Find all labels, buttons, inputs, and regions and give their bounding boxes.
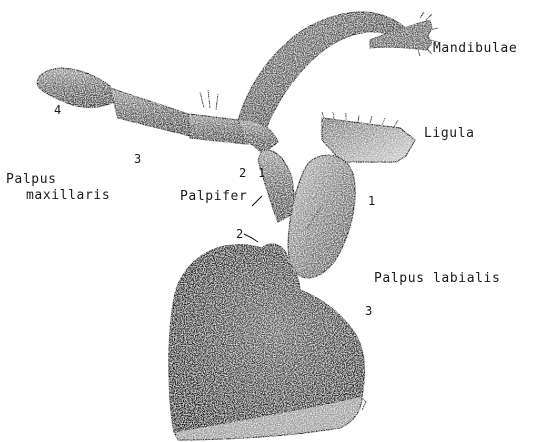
label-ligula: Ligula <box>424 126 475 141</box>
label-palpus-labialis: Palpus labialis <box>374 271 500 286</box>
labial-segment-number-3: 3 <box>365 304 372 318</box>
label-palpus-maxillaris-line2: maxillaris <box>26 188 110 203</box>
maxillary-segment-number-1: 1 <box>258 166 265 180</box>
label-palpifer: Palpifer <box>180 189 247 204</box>
labial-segment-number-1: 1 <box>368 194 375 208</box>
labial-segment-number-2: 2 <box>236 227 243 241</box>
maxillary-segment-number-2: 2 <box>239 166 246 180</box>
maxillary-segment-number-3: 3 <box>134 152 141 166</box>
label-palpus-maxillaris-line1: Palpus <box>6 172 57 187</box>
maxillary-segment-number-4: 4 <box>54 103 61 117</box>
label-mandibulae: Mandibulae <box>433 41 517 56</box>
ligula-illustration <box>322 112 415 162</box>
mentum-illustration <box>169 245 366 440</box>
palpus-labialis-illustration <box>288 155 355 278</box>
